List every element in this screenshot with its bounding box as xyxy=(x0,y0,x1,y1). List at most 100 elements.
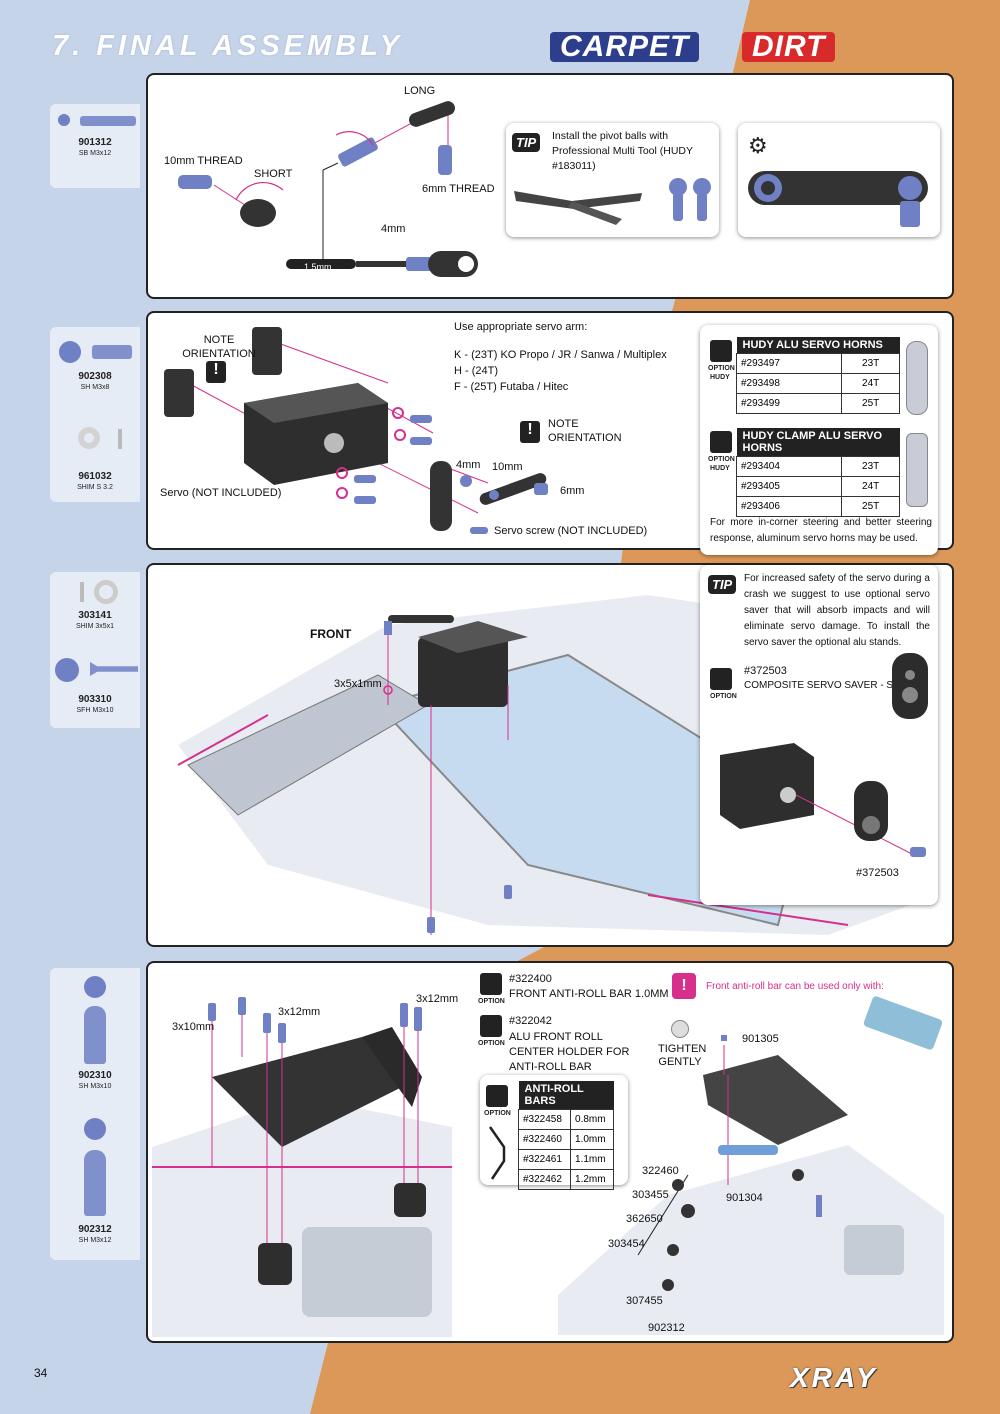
part-name: SH M3x8 xyxy=(80,384,110,391)
part-tab-1: 901312 SB M3x12 xyxy=(50,104,140,188)
servo-arm-line: K - (23T) KO Propo / JR / Sanwa / Multip… xyxy=(454,349,667,361)
step4-right-drawing xyxy=(558,1035,944,1335)
warning-icon: ! xyxy=(206,361,226,383)
option-label: OPTION xyxy=(708,456,735,463)
step1-drawing xyxy=(178,101,478,277)
front-label: FRONT xyxy=(310,627,352,641)
option-label: OPTION xyxy=(478,1040,505,1047)
part-name: SHIM 3x5x1 xyxy=(75,623,115,630)
step2-drawing xyxy=(164,327,548,534)
clamp-horn-icon xyxy=(906,433,928,507)
table-cell: #322458 xyxy=(517,1109,572,1130)
part-number: 303141 xyxy=(78,610,112,621)
screw-side-icon xyxy=(92,345,132,359)
thumbs-up-icon xyxy=(710,431,732,453)
table-cell: 1.2mm xyxy=(570,1169,614,1190)
screw-head-icon xyxy=(55,658,79,682)
servo-arm-line: F - (25T) Futaba / Hitec xyxy=(454,381,569,393)
pivot-box: ⚙ xyxy=(738,123,940,237)
tip-text: For increased safety of the servo during… xyxy=(744,573,930,648)
callout: 307455 xyxy=(626,1295,663,1307)
table-cell: #293404 xyxy=(735,456,843,477)
note2-label: NOTE ORIENTATION xyxy=(548,418,622,444)
clamp-horns-title: HUDY CLAMP ALU SERVO HORNS xyxy=(736,428,900,457)
step4-panel: 3x10mm 3x12mm 3x12mm OPTION #322400 FRON… xyxy=(146,961,954,1343)
long-label: LONG xyxy=(404,85,436,97)
servo-horns-box: OPTION HUDY HUDY ALU SERVO HORNS #293497… xyxy=(700,325,938,555)
anti-roll-bar-icon xyxy=(488,1126,506,1180)
shim-icon xyxy=(94,580,118,604)
screw-head-icon xyxy=(84,976,106,998)
table-cell: #293499 xyxy=(735,393,843,414)
shim-edge-icon xyxy=(80,582,84,602)
note-label: NOTE ORIENTATION xyxy=(174,333,264,361)
thread6-label: 6mm THREAD xyxy=(422,183,495,195)
servo-arm-heading: Use appropriate servo arm: xyxy=(454,321,588,333)
s12b-label: 3x12mm xyxy=(416,993,459,1005)
part-name: SHIM S 3.2 xyxy=(77,484,113,491)
option-name: ALU FRONT ROLL CENTER HOLDER FOR ANTI-RO… xyxy=(509,1031,630,1073)
short-label: SHORT xyxy=(254,168,293,180)
tip-badge: TIP xyxy=(708,575,737,594)
callout: 322460 xyxy=(642,1165,679,1177)
table-cell: #293405 xyxy=(735,476,843,497)
part-number: 901312 xyxy=(78,137,112,148)
part-tab-3: 303141 SHIM 3x5x1 903310 SFH M3x10 xyxy=(50,572,140,728)
option-number: #322042 xyxy=(509,1015,552,1027)
table-cell: 23T xyxy=(841,456,900,477)
horns-note: For more in-corner steering and better s… xyxy=(710,517,932,544)
flat-screw-icon xyxy=(90,662,138,676)
callout: 901305 xyxy=(742,1033,779,1045)
option-name: FRONT ANTI-ROLL BAR 1.0MM SET xyxy=(509,988,693,1000)
mm10-label: 10mm xyxy=(492,461,523,473)
callout: 303454 xyxy=(608,1238,645,1250)
shim-side-icon xyxy=(118,429,122,449)
callout: 362650 xyxy=(626,1213,663,1225)
step4-left-drawing xyxy=(152,997,452,1337)
gears-icon: ⚙ xyxy=(748,133,768,158)
tip-box: TIP Install the pivot balls with Profess… xyxy=(506,123,719,237)
part-name: SFH M3x10 xyxy=(76,707,114,714)
thumbs-up-icon xyxy=(480,973,502,995)
note-text: NOTE ORIENTATION xyxy=(182,334,256,360)
servo-saver-box: TIP For increased safety of the servo du… xyxy=(700,565,938,905)
page-number: 34 xyxy=(34,1366,48,1380)
tool-label: 1.5mm xyxy=(304,262,332,272)
part-name: SH M3x12 xyxy=(78,1237,112,1244)
mm6-label: 6mm xyxy=(560,485,585,497)
table-cell: #322462 xyxy=(517,1169,572,1190)
option-label: OPTION xyxy=(478,998,505,1005)
alu-horn-icon xyxy=(906,341,928,415)
callout: 902312 xyxy=(648,1322,685,1334)
servo-saver-drawing xyxy=(720,653,928,857)
thumbs-up-icon xyxy=(480,1015,502,1037)
table-cell: 24T xyxy=(841,373,900,394)
hudy-label: HUDY xyxy=(710,374,730,381)
ball-icon xyxy=(58,114,70,126)
step1-panel: LONG SHORT 10mm THREAD 6mm THREAD 4mm 1.… xyxy=(146,73,954,299)
part-number: 961032 xyxy=(78,471,112,482)
option-label: OPTION xyxy=(484,1110,511,1117)
bars-title: ANTI-ROLL BARS xyxy=(518,1081,614,1110)
saver-name: COMPOSITE SERVO SAVER - STIFF xyxy=(744,680,915,691)
multi-tool-icon xyxy=(514,178,711,225)
hudy-label: HUDY xyxy=(710,465,730,472)
callout: 901304 xyxy=(726,1192,763,1204)
saver-number: #372503 xyxy=(744,665,787,677)
servo-arm-line: H - (24T) xyxy=(454,365,498,377)
pivot-assembly-drawing xyxy=(748,171,928,227)
screw-head-icon xyxy=(84,1118,106,1140)
warning-icon: ! xyxy=(672,973,696,999)
table-cell: #293497 xyxy=(735,353,843,374)
pivot-screw-icon xyxy=(80,116,136,126)
screw-head-icon xyxy=(59,341,81,363)
